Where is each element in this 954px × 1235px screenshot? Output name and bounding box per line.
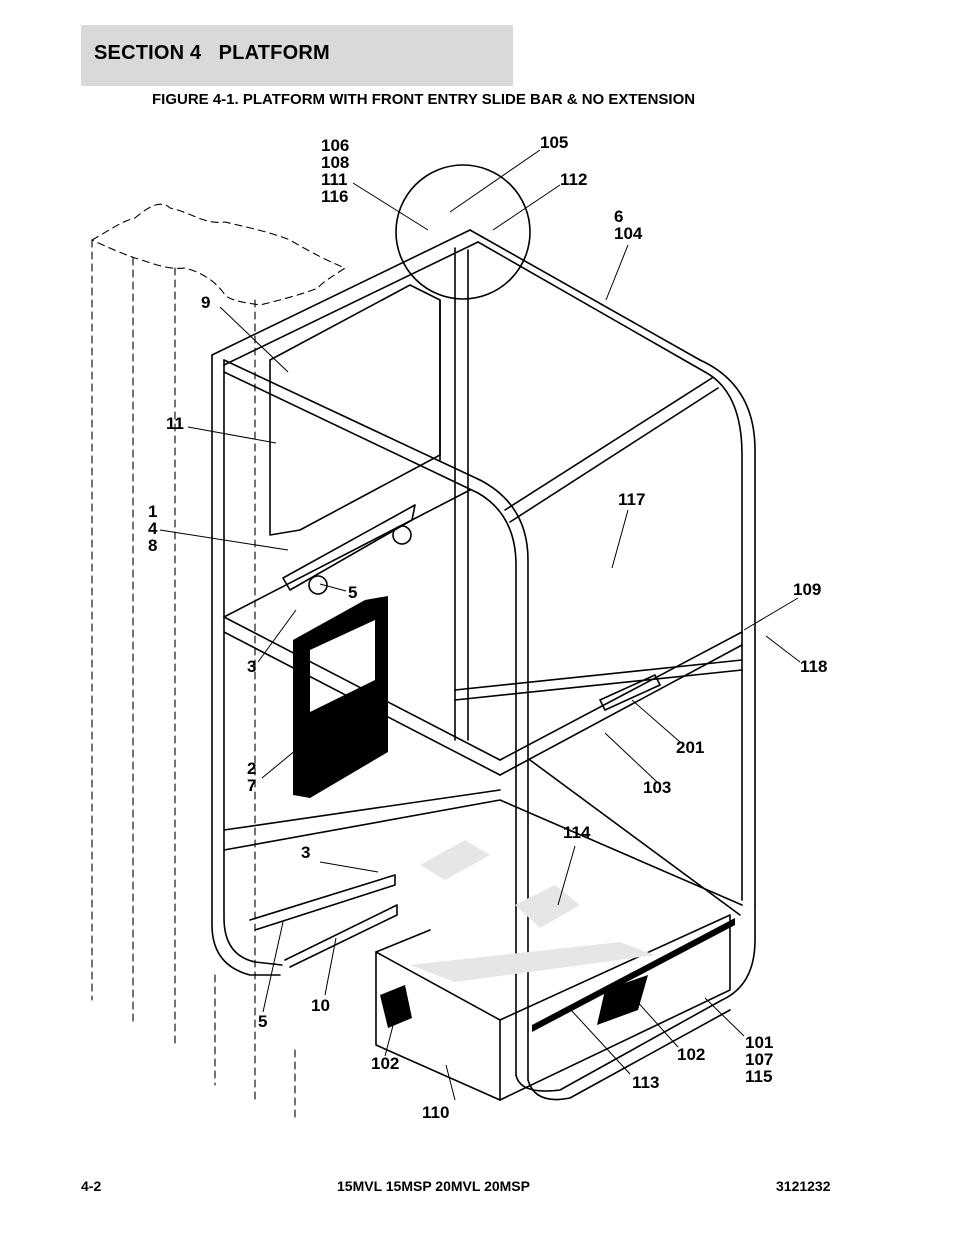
footer-page-number: 4-2 <box>81 1178 102 1194</box>
footer-doc-number: 3121232 <box>776 1178 831 1194</box>
callout-9: 9 <box>201 293 211 312</box>
callout-102-left: 102 <box>371 1054 400 1073</box>
callout-5-lower: 5 <box>258 1012 268 1031</box>
callout-117: 117 <box>618 490 646 509</box>
callout-10: 10 <box>311 996 330 1015</box>
mast-outline <box>91 203 346 1121</box>
callout-118: 118 <box>800 657 828 676</box>
callout-102-right: 102 <box>677 1045 706 1064</box>
callout-103: 103 <box>643 778 672 797</box>
section-title: SECTION 4 PLATFORM <box>94 42 330 64</box>
footer-models: 15MVL 15MSP 20MVL 20MSP <box>337 1178 530 1194</box>
callout-3: 3 <box>247 657 257 676</box>
callout-110: 110 <box>422 1103 450 1122</box>
callout-106-108-111-116: 106 108 111 116 <box>321 136 350 206</box>
section-header-band <box>81 25 513 86</box>
callout-105: 105 <box>540 133 569 152</box>
callout-112: 112 <box>560 170 588 189</box>
callout-5: 5 <box>348 583 358 602</box>
figure-title: FIGURE 4-1. PLATFORM WITH FRONT ENTRY SL… <box>152 91 696 108</box>
callout-109: 109 <box>793 580 822 599</box>
callout-201: 201 <box>676 738 705 757</box>
callout-3-lower: 3 <box>301 843 311 862</box>
callout-2-7: 2 7 <box>247 759 257 795</box>
callout-113: 113 <box>632 1073 660 1092</box>
callout-101-107-115: 101 107 115 <box>745 1033 774 1086</box>
callout-114: 114 <box>563 823 591 842</box>
callout-1-4-8: 1 4 8 <box>148 502 158 555</box>
callout-6-104: 6 104 <box>614 207 643 243</box>
callout-11: 11 <box>166 414 184 433</box>
